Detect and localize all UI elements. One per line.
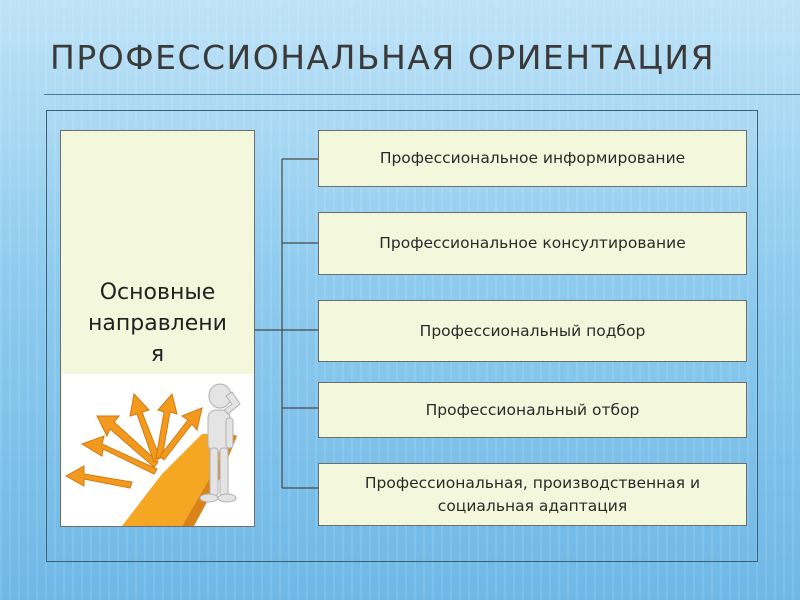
direction-item-screening: Профессиональный отбор: [318, 382, 747, 438]
direction-item-label: Профессиональный отбор: [426, 399, 640, 422]
direction-item-label: Профессиональный подбор: [420, 320, 646, 343]
direction-item-label: Профессиональное информирование: [380, 147, 685, 170]
main-node-box: Основные направлени я: [60, 130, 255, 527]
crossroads-illustration: [62, 374, 255, 526]
confused-person-icon: [62, 374, 255, 526]
direction-item-adaptation: Профессиональная, производственная и соц…: [318, 463, 747, 526]
direction-item-consulting: Профессиональное консултирование: [318, 212, 747, 275]
main-node-label-line-1: Основные: [61, 277, 254, 308]
main-node-label-line-2: направлени: [61, 308, 254, 339]
main-node-label-line-3: я: [61, 339, 254, 370]
main-node-label: Основные направлени я: [61, 277, 254, 370]
direction-item-label: Профессиональное консултирование: [379, 232, 686, 255]
direction-item-label: Профессиональная, производственная и соц…: [333, 472, 732, 518]
direction-item-informing: Профессиональное информирование: [318, 130, 747, 187]
direction-item-selection: Профессиональный подбор: [318, 300, 747, 362]
